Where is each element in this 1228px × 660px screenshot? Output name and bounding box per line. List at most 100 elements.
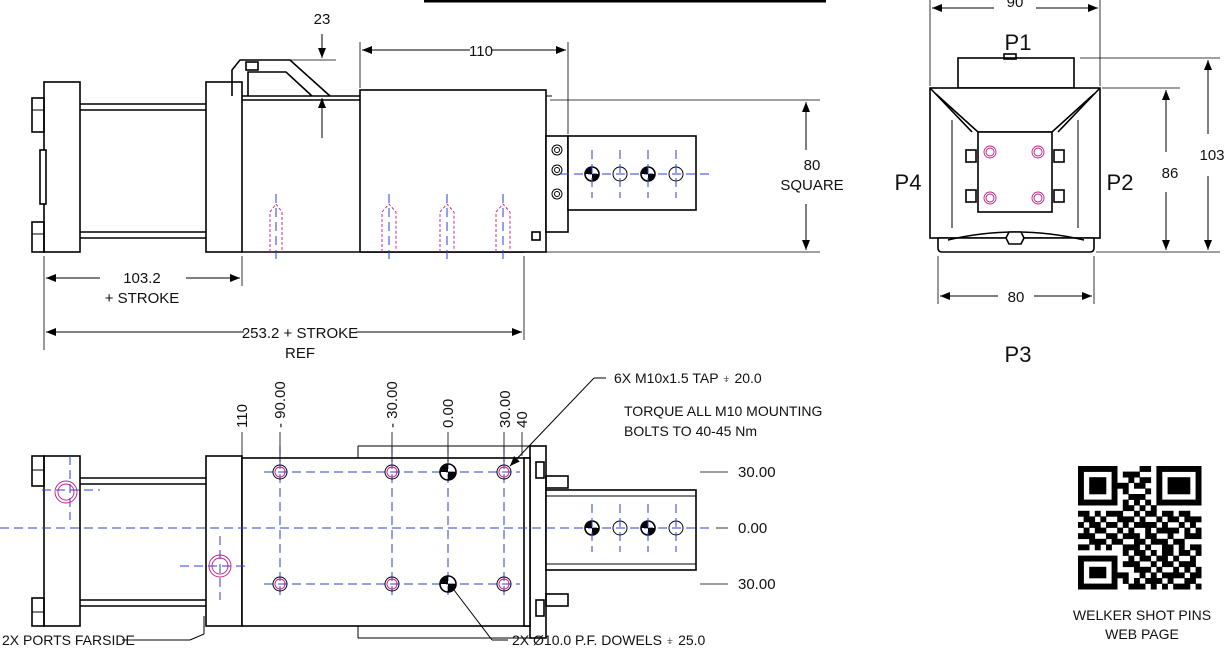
qr-module [1162,583,1168,590]
qr-module [1139,566,1146,573]
qr-module [1078,488,1084,495]
qr-module [1122,550,1129,556]
qr-module [1195,516,1202,523]
qr-module [1139,555,1146,562]
qr-module [1150,578,1157,584]
qr-module [1190,516,1196,523]
qr-module [1111,499,1118,506]
qr-module [1184,466,1191,472]
qr-module [1134,510,1140,517]
qr-module [1128,505,1135,512]
qr-module [1150,583,1157,590]
qr-module [1173,499,1180,506]
qr-module [1122,578,1129,584]
qr-module [1111,561,1118,568]
qr-module [1167,572,1174,579]
qr-module [1128,583,1135,590]
qr-module [1134,482,1140,489]
top-view: 110 - 90.00 - 30.00 0.00 30.00 40 30.00 … [0,370,822,648]
port-p1: P1 [1005,30,1032,55]
qr-module [1106,466,1112,472]
qr-module [1150,505,1157,512]
qr-module [1111,555,1118,562]
qr-module [1195,471,1202,478]
port-p2: P2 [1107,170,1134,195]
qr-module [1100,466,1107,472]
qr-module [1111,566,1118,573]
qr-module [1178,550,1185,556]
dim-103-2-1: 103.2 [123,270,161,287]
qr-module [1089,466,1096,472]
qr-module [1128,477,1135,484]
qr-module [1173,527,1180,534]
port-p3: P3 [1005,342,1032,367]
qr-module [1078,510,1084,517]
qr-module [1094,583,1101,590]
qr-module [1173,516,1180,523]
qr-module [1162,572,1168,579]
qr-module [1139,505,1146,512]
note-torque-2: BOLTS TO 40-45 Nm [624,423,757,439]
qr-module [1162,550,1168,556]
qr-module [1078,544,1084,551]
qr-module [1156,499,1163,506]
qr-module [1173,583,1180,590]
qr-module [1094,572,1101,579]
qr-module [1117,516,1124,523]
qr-module [1167,488,1174,495]
qr-module [1111,583,1118,590]
qr-module [1122,516,1129,523]
qr-module [1106,522,1112,528]
qr-module [1117,538,1124,545]
qr-module [1078,566,1084,573]
qr-module [1173,482,1180,489]
qr-module [1173,538,1180,545]
qr-module [1167,550,1174,556]
qr-module [1134,550,1140,556]
qr-module [1150,533,1157,540]
qr-module [1089,538,1096,545]
qr-module [1162,510,1168,517]
qr-module [1178,583,1185,590]
qr-module [1173,466,1180,472]
qr-module [1078,572,1084,579]
ordinate-110: 110 [234,404,251,428]
qr-module [1167,499,1174,506]
qr-module [1089,488,1096,495]
qr-module [1190,533,1196,540]
qr-module [1178,522,1185,528]
qr-module [1145,566,1152,573]
qr-module [1173,572,1180,579]
qr-module [1083,583,1090,590]
qr-module [1139,572,1146,579]
qr-module [1111,471,1118,478]
qr-module [1184,477,1191,484]
qr-module [1139,466,1146,472]
dim-110-top: 110 [469,43,493,60]
qr-module [1190,555,1196,562]
qr-module [1100,527,1107,534]
qr-code[interactable] [1078,466,1202,590]
qr-module [1094,538,1101,545]
qr-module [1106,499,1112,506]
qr-module [1167,527,1174,534]
qr-module [1145,527,1152,534]
qr-module [1134,471,1140,478]
qr-module [1145,499,1152,506]
qr-module [1173,566,1180,573]
qr-module [1150,572,1157,579]
qr-module [1195,533,1202,540]
qr-module [1128,527,1135,534]
qr-module [1190,522,1196,528]
qr-module [1094,544,1101,551]
side-ordinate-30-bot: 30.00 [738,576,776,593]
qr-module [1184,499,1191,506]
qr-module [1195,494,1202,500]
qr-module [1122,488,1129,495]
qr-module [1106,555,1112,562]
qr-module [1100,572,1107,579]
qr-module [1117,510,1124,517]
qr-module [1078,561,1084,568]
qr-module [1100,499,1107,506]
dim-80-end: 80 [1008,289,1025,306]
